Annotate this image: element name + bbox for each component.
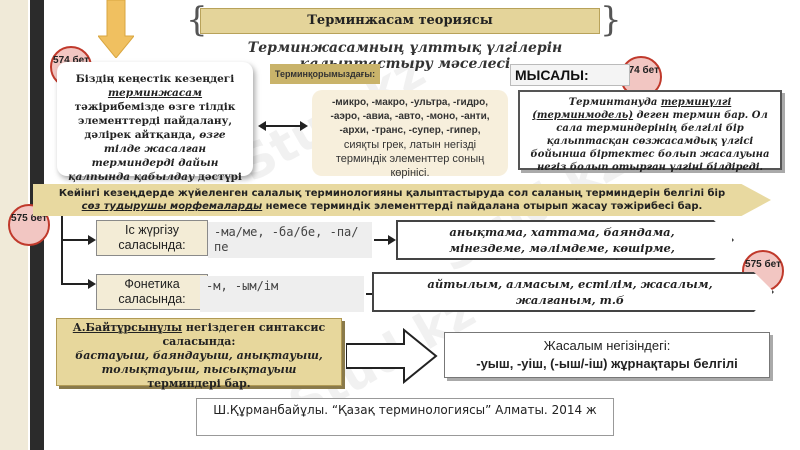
title-bracket-right: }: [600, 0, 622, 40]
phonetics-examples: айтылым, алмасым, естілім, жасалым, жалғ…: [372, 272, 774, 312]
double-arrow-icon: [258, 121, 308, 131]
box1-term: терминжасам: [107, 87, 203, 99]
box2-term: терминүлгі (терминмодель): [532, 97, 732, 121]
big-arrow-icon: [346, 328, 438, 384]
box1-emphasis: өзге тілде жасалған терминдерді дайын қа…: [68, 129, 226, 183]
office-suffixes: -ма/ме, -ба/бе, -па/пе: [208, 222, 372, 258]
box1-text: Біздің кеңестік кезеңдегі: [75, 73, 235, 85]
syntax-author: А.Байтұрсынұлы: [72, 321, 183, 334]
prefix-list-box: -микро, -макро, -ультра, -гидро, -аэро, …: [312, 90, 508, 179]
phonetics-suffixes: -м, -ым/ім: [200, 276, 364, 312]
connector-lines: [61, 216, 96, 289]
syntax-box: А.Байтұрсынұлы негіздеген синтаксис сала…: [56, 318, 342, 390]
page-title: Терминжасам теориясы: [200, 8, 600, 34]
syntax-terms: бастауыш, баяндауыш, анықтауыш, толықтау…: [75, 349, 323, 376]
later-period-banner: Кейінгі кезеңдерде жүйеленген салалық те…: [33, 184, 771, 216]
syntax-text: негіздеген синтаксис саласында:: [162, 321, 326, 348]
banner-text: Кейінгі кезеңдерде жүйеленген салалық те…: [58, 188, 726, 199]
banner-text: немесе терминдік элементтерді пайдалана …: [262, 201, 703, 212]
box1-text: тәжірибемізде өзге тілдік элементтерді п…: [74, 101, 236, 141]
result-box: Жасалым негізіндегі: -уыш, -уіш, (-ыш/-і…: [444, 332, 770, 378]
box2-text: Терминтануда: [568, 97, 661, 108]
citation: Ш.Құрманбайұлы. “Қазақ терминологиясы” А…: [196, 398, 614, 436]
syntax-text: терминдері бар.: [147, 377, 251, 390]
down-arrow-icon: [98, 0, 134, 58]
result-line1: Жасалым негізіндегі:: [543, 338, 671, 353]
phonetics-field-label: Фонетика саласында:: [96, 274, 208, 310]
prefix-note: сияқты грек, латын негізді терминдік эле…: [335, 139, 485, 179]
example-heading: МЫСАЛЫ:: [510, 64, 630, 86]
result-line2: -уыш, -уіш, (-ыш/-іш) жұрнақтары белгілі: [476, 356, 738, 371]
term-model-box: Терминтануда терминүлгі (терминмодель) д…: [518, 90, 782, 173]
soviet-period-box: Біздің кеңестік кезеңдегі терминжасам тә…: [57, 62, 253, 197]
arrow-right-icon: [374, 235, 396, 245]
box2-text: деген термин бар. Ол сала терминдерінің …: [530, 110, 770, 173]
prefix-list: -микро, -макро, -ультра, -гидро, -аэро, …: [330, 97, 490, 136]
office-examples: анықтама, хаттама, баяндама, мінездеме, …: [396, 220, 734, 260]
term-stock-tag: Терминқорымыздағы:: [270, 64, 380, 84]
office-field-label: Іс жүргізу саласында:: [96, 220, 208, 256]
banner-term: сөз тудырушы морфемаларды: [81, 201, 263, 212]
